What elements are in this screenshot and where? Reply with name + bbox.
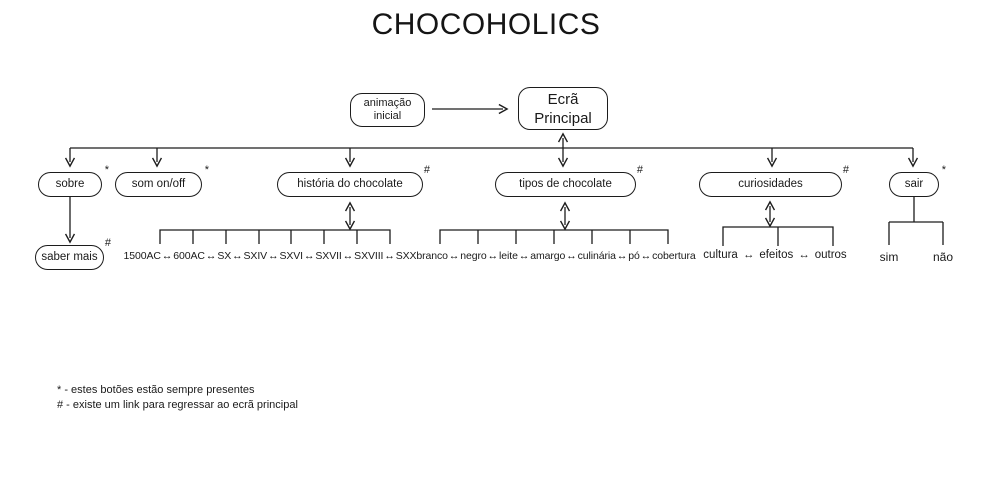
- node-sair-label: sair: [904, 178, 924, 190]
- node-saber-mais-marker: #: [104, 237, 111, 249]
- node-saber-mais-label: saber mais: [41, 251, 98, 263]
- list-item: SXVI: [279, 250, 303, 262]
- split-sair: [888, 197, 944, 245]
- list-item: pó: [628, 250, 640, 262]
- list-item: negro: [460, 250, 487, 262]
- node-animacao-inicial-label: animação inicial: [364, 97, 412, 123]
- double-arrow-separator: ↔: [304, 250, 315, 262]
- historia-items-row: 1500AC↔600AC↔SX↔SXIV↔SXVI↔SXVII↔SXVIII↔S…: [123, 250, 417, 262]
- footnotes: * - estes botões estão sempre presentes …: [57, 383, 298, 413]
- list-item: culinária: [577, 250, 616, 262]
- list-item: SXIV: [243, 250, 268, 262]
- node-curiosidades: curiosidades #: [699, 164, 849, 197]
- node-tipos-marker: #: [636, 164, 643, 176]
- curiosidades-items-row: cultura ↔ efeitos ↔ outros: [700, 249, 850, 261]
- node-curiosidades-marker: #: [842, 164, 849, 176]
- list-item: leite: [499, 250, 518, 262]
- node-tipos-de-chocolate: tipos de chocolate #: [495, 164, 643, 197]
- list-item: SXVII: [315, 250, 342, 262]
- node-sair: sair *: [889, 164, 946, 197]
- node-som-on-off: som on/off *: [115, 164, 209, 197]
- node-animacao-line2: inicial: [373, 110, 402, 122]
- double-arrow-separator: ↔: [342, 250, 354, 262]
- double-arrow-separator: ↔: [616, 250, 628, 262]
- node-animacao-inicial: animação inicial: [350, 93, 425, 127]
- comb-curiosidades: [722, 226, 834, 246]
- node-tipos-label: tipos de chocolate: [519, 178, 612, 190]
- node-historia-label: história do chocolate: [297, 178, 403, 190]
- tipos-items-row: branco↔negro↔leite↔amargo↔culinária↔pó↔c…: [405, 250, 707, 262]
- node-ecra-line2: Principal: [534, 109, 592, 127]
- list-item: SXVIII: [354, 250, 384, 262]
- list-item: cobertura: [652, 250, 696, 262]
- double-arrow-separator: ↔: [518, 250, 530, 262]
- node-sobre-marker: *: [104, 164, 109, 176]
- double-arrow-separator: ↔: [384, 250, 395, 262]
- comb-historia: [159, 229, 391, 244]
- node-historia-marker: #: [423, 164, 430, 176]
- node-ecra-line1: Ecrã: [547, 90, 579, 108]
- double-arrow-separator: ↔: [232, 250, 243, 262]
- list-item: SX: [217, 250, 232, 262]
- node-historia-do-chocolate: história do chocolate #: [277, 164, 430, 197]
- double-arrow-separator: ↔: [448, 250, 460, 262]
- double-arrow-separator: ↔: [161, 250, 173, 262]
- double-arrow-separator: ↔: [487, 250, 499, 262]
- list-item: 1500AC: [123, 250, 161, 262]
- node-som-label: som on/off: [131, 178, 186, 190]
- double-arrow-separator: ↔: [566, 250, 577, 262]
- double-arrow-separator: ↔: [268, 250, 279, 262]
- page-title: CHOCOHOLICS: [371, 8, 601, 41]
- double-arrow-separator: ↔: [205, 250, 217, 262]
- comb-tipos: [439, 229, 669, 244]
- node-animacao-line1: animação: [363, 97, 412, 109]
- node-sobre: sobre *: [38, 164, 109, 197]
- list-item: outros: [814, 249, 847, 261]
- node-curiosidades-label: curiosidades: [738, 178, 803, 190]
- node-som-marker: *: [204, 164, 209, 176]
- list-item: SXX: [395, 250, 417, 262]
- list-item: branco: [416, 250, 448, 262]
- node-ecra-principal: Ecrã Principal: [518, 87, 608, 130]
- exit-option-sim: sim: [879, 250, 899, 264]
- node-saber-mais: saber mais #: [35, 237, 111, 270]
- list-item: efeitos: [759, 249, 794, 261]
- list-item: 600AC: [173, 250, 205, 262]
- list-item: amargo: [530, 250, 566, 262]
- double-arrow-separator: ↔: [798, 249, 810, 261]
- double-arrow-separator: ↔: [640, 250, 652, 262]
- list-item: cultura: [703, 249, 738, 261]
- node-ecra-principal-label: Ecrã Principal: [534, 90, 592, 128]
- double-arrow-separator: ↔: [742, 249, 755, 261]
- node-sair-marker: *: [941, 164, 946, 176]
- footnote-asterisk: * - estes botões estão sempre presentes: [57, 384, 255, 396]
- footnote-hash: # - existe um link para regressar ao ecr…: [57, 399, 298, 411]
- exit-option-nao: não: [932, 250, 954, 264]
- node-sobre-label: sobre: [55, 178, 85, 190]
